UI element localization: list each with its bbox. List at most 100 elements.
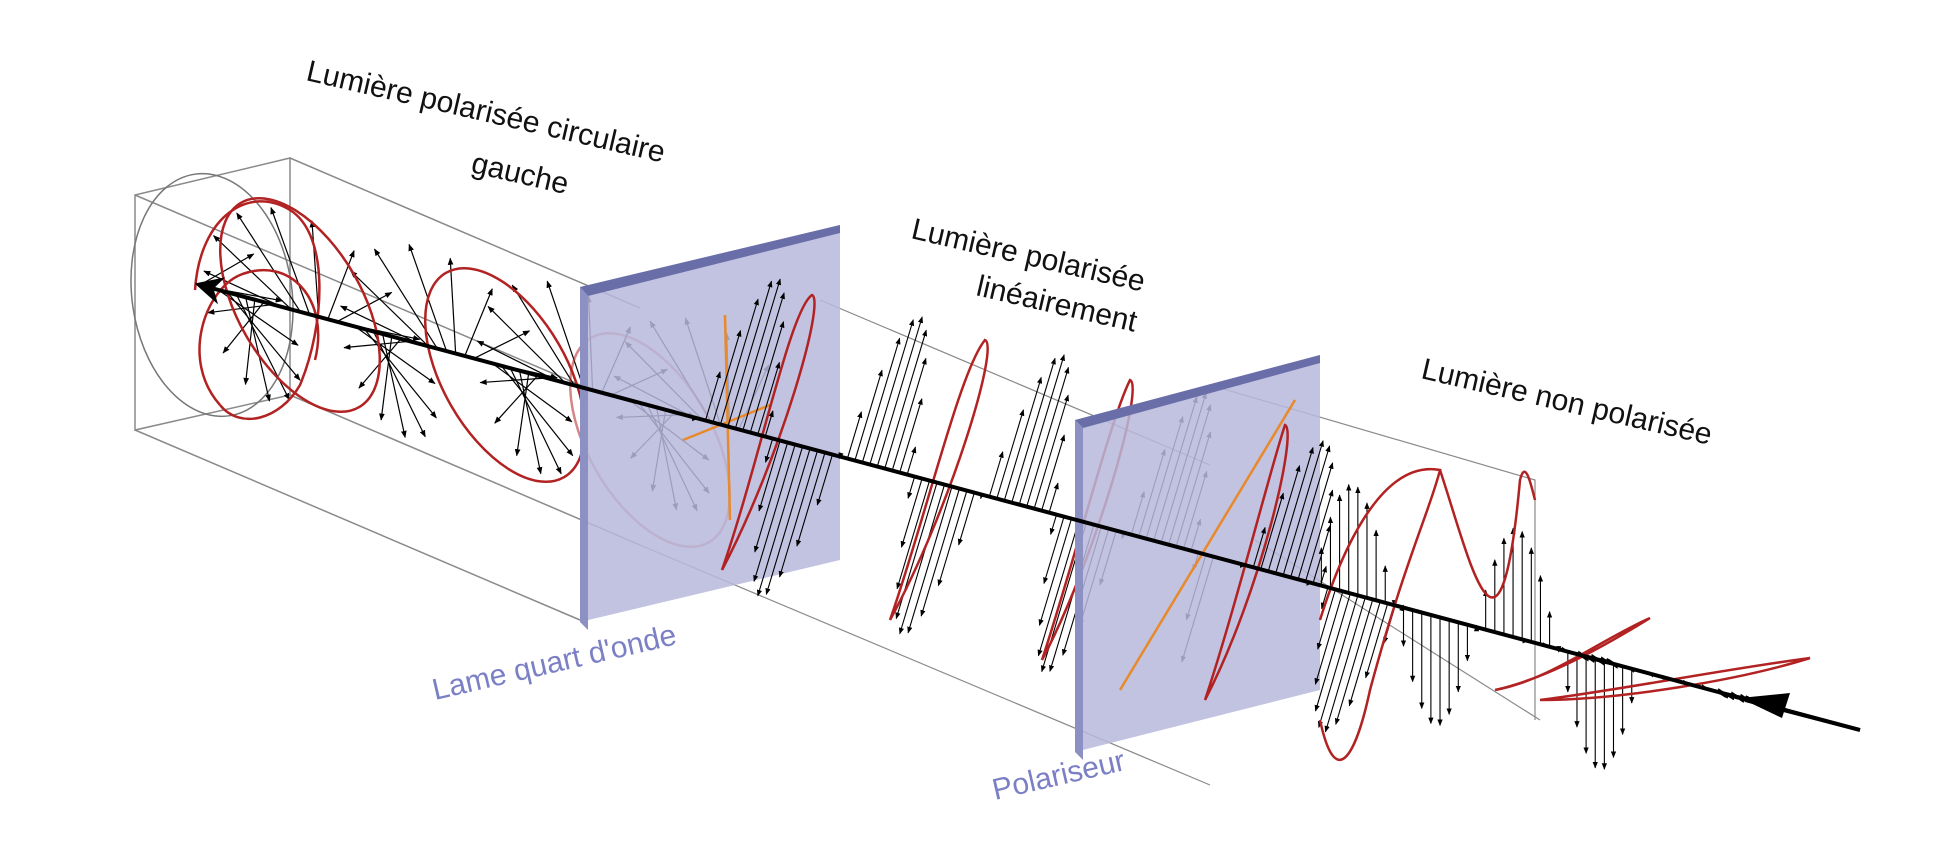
field-vector-arrow xyxy=(753,444,796,582)
field-vector-arrow xyxy=(756,446,804,597)
field-vector-arrow xyxy=(734,278,782,429)
field-vector-arrow xyxy=(704,371,721,421)
field-vector-arrow xyxy=(464,288,493,357)
field-vector-arrow xyxy=(1048,482,1059,513)
field-vector-arrow xyxy=(937,490,968,587)
field-vector-arrow xyxy=(379,336,393,421)
field-vector-arrow xyxy=(753,442,789,553)
incoming-arrowhead xyxy=(1740,693,1790,718)
linear-wave-curve-2 xyxy=(1203,423,1289,701)
field-vector-arrow xyxy=(1267,464,1301,572)
field-vector-arrow xyxy=(907,476,916,499)
field-vector-arrow xyxy=(816,454,833,506)
field-vector-arrow xyxy=(742,292,785,431)
field-vector-arrow xyxy=(749,321,785,433)
field-vector-arrow xyxy=(487,305,566,384)
field-vector-arrow xyxy=(199,253,255,286)
field-vector-arrow xyxy=(764,410,774,437)
circular-wave-ring xyxy=(198,269,320,406)
field-vector-arrow xyxy=(1297,462,1334,580)
field-vector-arrow xyxy=(1011,357,1056,503)
field-vector-arrow xyxy=(546,280,585,388)
field-vector-arrow xyxy=(988,451,1004,497)
field-vector-arrow xyxy=(1316,589,1336,650)
field-vector-arrow xyxy=(1275,446,1314,574)
beam-axis xyxy=(194,277,1861,732)
field-vector-arrow xyxy=(447,257,457,354)
unpolarized-field-arrows xyxy=(1318,483,1788,770)
field-vector-arrow xyxy=(758,440,781,512)
fast-axis-line xyxy=(723,314,732,521)
field-vector-arrow xyxy=(876,316,924,467)
field-vector-arrow xyxy=(898,484,946,635)
field-vector-arrow xyxy=(1364,603,1389,679)
label-quarter-wave-plate: Lame quart d'onde xyxy=(429,619,679,707)
field-vector-arrow xyxy=(900,478,923,548)
field-vector-arrow xyxy=(518,370,543,475)
field-vector-arrow xyxy=(354,326,436,385)
field-vector-arrow xyxy=(382,333,407,439)
field-vector-arrow xyxy=(891,357,927,471)
field-vector-arrow xyxy=(899,398,923,473)
field-vector-arrow xyxy=(1317,595,1359,728)
circular-wave-ring xyxy=(423,266,587,484)
field-vector-arrow xyxy=(906,446,917,475)
field-vector-arrow xyxy=(1037,520,1080,657)
field-vector-arrow xyxy=(957,492,975,546)
field-vector-arrow xyxy=(854,369,883,461)
field-vector-arrow xyxy=(778,450,819,578)
field-vector-arrow xyxy=(1043,516,1065,585)
field-vector-arrow xyxy=(712,329,742,423)
field-vector-arrow xyxy=(727,280,773,427)
field-vector-arrow xyxy=(473,330,531,359)
field-vector-arrow xyxy=(494,375,539,424)
slow-axis-line xyxy=(682,403,771,442)
circular-wave-ring xyxy=(218,196,382,414)
field-vector-arrow xyxy=(270,206,311,315)
field-vector-arrow xyxy=(861,337,901,463)
field-vector-arrow xyxy=(236,212,301,313)
field-vector-arrow xyxy=(476,340,557,381)
label-polarizer: Polariseur xyxy=(989,744,1128,807)
field-vector-arrow xyxy=(509,367,562,475)
field-vector-arrow xyxy=(1320,587,1329,610)
field-vector-arrow xyxy=(1260,492,1285,570)
field-vector-arrow xyxy=(217,289,299,346)
field-vector-arrow xyxy=(1305,489,1334,582)
field-vector-arrow xyxy=(1314,591,1344,685)
field-vector-arrow xyxy=(203,270,283,308)
field-vector-arrow xyxy=(1033,394,1070,509)
field-vector-arrow xyxy=(1334,599,1374,726)
field-vector-arrow xyxy=(1348,601,1381,707)
field-vector-arrow xyxy=(907,486,953,634)
field-vector-arrow xyxy=(226,291,301,381)
circular-wave-ring xyxy=(193,200,321,421)
field-vector-arrow xyxy=(309,220,320,317)
field-vector-arrow xyxy=(327,249,355,320)
field-vector-arrow xyxy=(1290,445,1331,578)
field-vector-arrow xyxy=(491,362,573,423)
field-vector-arrow xyxy=(511,284,575,386)
label-circular-line2: gauche xyxy=(468,147,571,201)
field-vector-arrow xyxy=(222,301,265,354)
field-vector-arrow xyxy=(765,448,811,595)
field-vector-arrow xyxy=(514,373,530,457)
field-vector-arrow xyxy=(896,480,931,590)
field-vector-arrow xyxy=(884,329,928,469)
field-vector-arrow xyxy=(1252,526,1266,568)
field-vector-arrow xyxy=(336,291,393,323)
field-vector-arrow xyxy=(1049,514,1058,536)
field-vector-arrow xyxy=(245,297,271,402)
quarter-wave-plate xyxy=(580,225,840,630)
unpolarized-wave-curves xyxy=(1318,467,1811,761)
field-vector-arrow xyxy=(343,340,411,350)
field-vector-arrow xyxy=(1314,593,1351,712)
field-vector-arrow xyxy=(846,411,863,459)
field-vector-arrow xyxy=(339,305,420,345)
field-vector-arrow xyxy=(1324,597,1366,733)
field-vector-arrow xyxy=(1041,434,1066,511)
field-vector-arrow xyxy=(1026,366,1070,507)
field-vector-arrow xyxy=(1003,376,1043,501)
